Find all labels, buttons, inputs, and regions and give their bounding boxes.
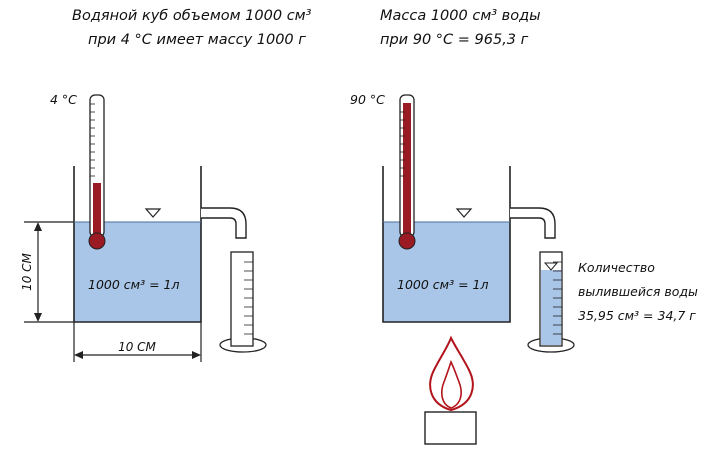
right-caption-line2: при 90 °С = 965,3 г — [380, 32, 529, 48]
left-width-label: 10 СМ — [118, 340, 156, 354]
right-caption-line1: Масса 1000 см³ воды — [380, 8, 541, 24]
right-overflow-line3: 35,95 см³ = 34,7 г — [578, 308, 696, 323]
right-volume-label: 1000 см³ = 1л — [397, 277, 488, 292]
triangle-down-icon — [543, 262, 559, 271]
right-overflow-spout — [510, 207, 556, 239]
left-caption-line1: Водяной куб объемом 1000 см³ — [72, 8, 312, 24]
burner-base — [424, 411, 477, 445]
left-container — [73, 166, 202, 323]
right-overflow-line1: Количество — [578, 260, 655, 275]
right-container — [382, 166, 511, 323]
inner-flame-icon — [441, 359, 462, 409]
right-thermometer — [398, 94, 416, 250]
burner — [424, 335, 477, 445]
right-overflow-line2: вылившейся воды — [578, 284, 698, 299]
left-volume-label: 1000 см³ = 1л — [88, 277, 179, 292]
right-measuring-cylinder — [527, 251, 575, 353]
left-height-label: 10 СМ — [20, 252, 34, 290]
flame-icon — [429, 335, 474, 412]
triangle-down-icon — [455, 208, 473, 218]
right-temp-label: 90 °С — [350, 92, 385, 107]
left-height-dimension — [24, 221, 74, 323]
right-setup: Масса 1000 см³ воды при 90 °С = 965,3 г … — [350, 8, 698, 445]
left-thermometer — [88, 94, 106, 250]
left-temp-label: 4 °С — [50, 92, 77, 107]
left-caption-line2: при 4 °С имеет массу 1000 г — [88, 32, 306, 48]
left-measuring-cylinder — [219, 251, 267, 353]
left-setup: Водяной куб объемом 1000 см³ при 4 °С им… — [20, 8, 312, 362]
triangle-down-icon — [144, 208, 162, 218]
left-width-dimension — [73, 322, 202, 362]
left-overflow-spout — [201, 207, 247, 239]
